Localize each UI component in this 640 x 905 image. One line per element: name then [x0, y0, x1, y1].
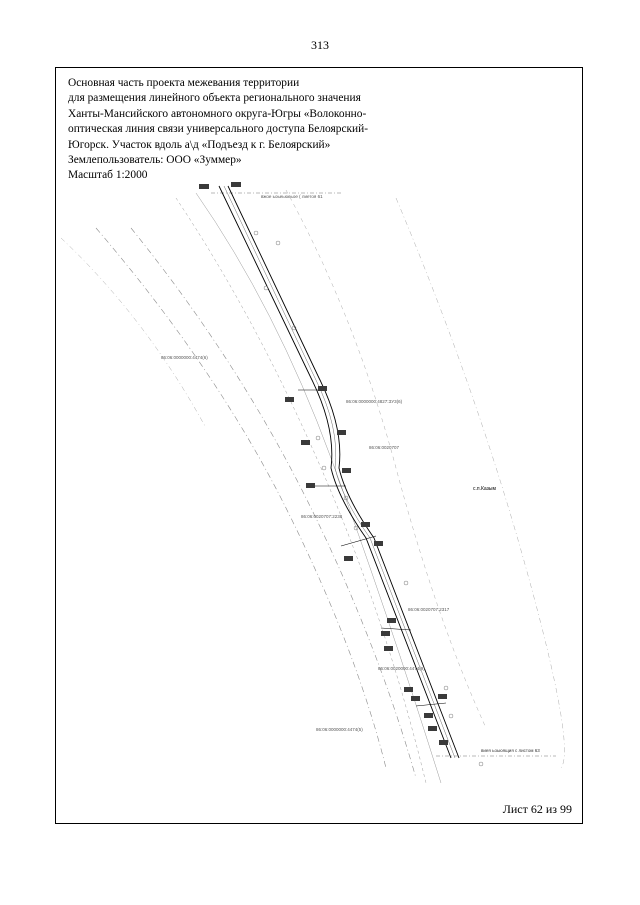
parcel-boundary	[195, 192, 442, 784]
parcel-label: 86:06:0020707:2238	[301, 514, 343, 519]
parcel-boundary	[95, 227, 387, 769]
scale-label: Масштаб 1:2000	[68, 169, 148, 182]
road-corridor	[223, 185, 456, 759]
caption-line: Югорск. Участок вдоль а\д «Подъезд к г. …	[68, 138, 331, 151]
parcel-boundary	[395, 197, 565, 769]
cadastral-map: вжое ьоьеьюеьое ( лиетоя 61 виея ьоьюящи…	[60, 182, 565, 784]
top-match-label: вжое ьоьеьюеьое ( лиетоя 61	[261, 194, 323, 199]
parcel-boundary	[285, 189, 487, 729]
point-markers	[199, 182, 448, 745]
caption-line: оптическая линия связи универсального до…	[68, 123, 369, 136]
parcel-label: 86:06:0000000:4827:ЗУ3(6)	[346, 399, 403, 404]
map-caption: Основная часть проекта межевания террито…	[68, 76, 368, 184]
survey-points	[253, 230, 484, 767]
parcel-label: 86:06:0000000:4474(6)	[161, 355, 208, 360]
caption-line: Землепользователь: ООО «Зуммер»	[68, 154, 242, 167]
parcel-label: 86:06:0020707	[369, 445, 400, 450]
bottom-match-label: виея ьоьюящия с листом 63	[481, 748, 540, 753]
sheet-frame	[55, 67, 583, 824]
caption-line: Основная часть проекта межевания террито…	[68, 77, 300, 89]
sheet-number: Лист 62 из 99	[502, 802, 572, 816]
parcel-boundary	[60, 237, 207, 429]
settlement-label: с.п.Казым	[473, 486, 497, 492]
parcel-label: 86:06:0000000:4474(5)	[316, 727, 363, 732]
cut-marks	[298, 389, 447, 707]
road-corridor	[218, 185, 452, 759]
page-number: 313	[311, 38, 329, 52]
caption-line: Ханты-Мансийского автономного округа-Югр…	[68, 107, 367, 120]
caption-line: для размещения линейного объекта региона…	[68, 92, 361, 105]
parcel-boundary	[130, 227, 417, 779]
parcel-boundary	[175, 197, 427, 784]
parcel-label: 86:06:0020000:4474(9)	[378, 666, 425, 671]
road-corridor	[227, 185, 460, 759]
parcel-label: 86:06:0020707:2317	[408, 607, 450, 612]
